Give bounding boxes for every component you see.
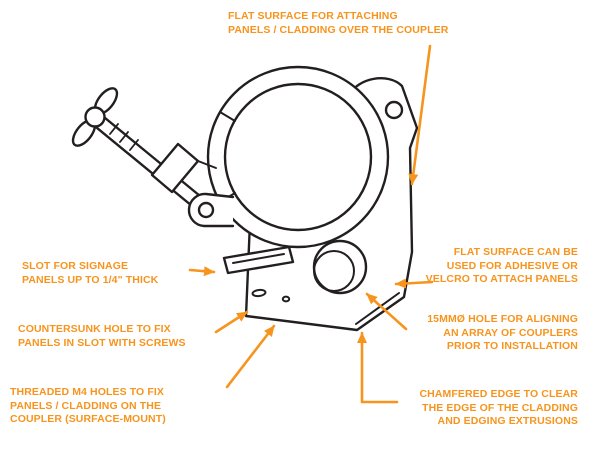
annotation-line: PANELS IN SLOT WITH SCREWS (18, 336, 186, 349)
annotation-line: USED FOR ADHESIVE OR (446, 259, 578, 272)
annotation-line: 15MMØ HOLE FOR ALIGNING (427, 313, 578, 325)
annotation-line: FLAT SURFACE FOR ATTACHING (228, 10, 398, 22)
annotation-chamfered-edge: CHAMFERED EDGE TO CLEAR THE EDGE OF THE … (419, 388, 578, 429)
leader-chamfered-edge (357, 331, 399, 404)
annotation-line: AND EDGING EXTRUSIONS (437, 415, 578, 427)
annotation-line: PRIOR TO INSTALLATION (446, 340, 578, 352)
countersunk-hole (251, 288, 267, 298)
signage-slot-groove (232, 253, 285, 264)
m4-hole (281, 295, 291, 303)
annotation-flat-surface-right: FLAT SURFACE CAN BE USED FOR ADHESIVE OR… (426, 246, 578, 287)
wing-nut-body (84, 106, 106, 128)
bolt-bracket (150, 142, 200, 194)
annotation-line: PANELS / CLADDING ON THE (10, 399, 162, 412)
annotation-line: PANELS UP TO 1/4" THICK (22, 273, 159, 286)
bracket-link (197, 160, 217, 169)
leader-lines (188, 44, 434, 404)
annotation-signage-slot: SLOT FOR SIGNAGE PANELS UP TO 1/4" THICK (22, 260, 158, 287)
annotation-line: THE EDGE OF THE CLADDING (422, 401, 578, 414)
band-seam-upper (219, 111, 236, 122)
leader-flat-surface-right (394, 278, 434, 289)
alignment-hole-inner (313, 250, 355, 292)
annotation-threaded-m4: THREADED M4 HOLES TO FIX PANELS / CLADDI… (10, 386, 166, 427)
annotation-line: CHAMFERED EDGE TO CLEAR (419, 388, 578, 400)
signage-slot (222, 245, 295, 275)
annotation-line: SLOT FOR SIGNAGE (22, 260, 129, 272)
wing-nut (71, 87, 119, 147)
clamp-band (206, 65, 390, 249)
leader-signage-slot (188, 266, 216, 277)
leader-threaded-m4 (225, 324, 276, 389)
annotation-line: FLAT SURFACE CAN BE (453, 246, 578, 258)
alignment-hole-outer (312, 239, 368, 295)
leader-flat-surface-top (408, 44, 432, 186)
coupler-outline-group (71, 65, 419, 332)
annotation-line: COUPLER (SURFACE-MOUNT) (10, 413, 166, 425)
annotation-flat-surface-top: FLAT SURFACE FOR ATTACHING PANELS / CLAD… (228, 10, 448, 37)
annotation-line: VELCRO TO ATTACH PANELS (425, 273, 578, 285)
annotation-line: THREADED M4 HOLES TO FIX (10, 386, 165, 398)
annotation-line: PANELS / CLADDING OVER THE COUPLER (228, 23, 449, 36)
hinge-pin (197, 201, 215, 219)
annotation-line: AN ARRAY OF COUPLERS (443, 326, 578, 339)
lug-hole (384, 100, 404, 120)
annotation-15mm-hole: 15MMØ HOLE FOR ALIGNING AN ARRAY OF COUP… (427, 313, 578, 354)
bolt-threads (109, 123, 139, 151)
leader-countersunk (214, 310, 249, 334)
annotation-line: COUNTERSUNK HOLE TO FIX (18, 323, 171, 335)
annotation-countersunk-hole: COUNTERSUNK HOLE TO FIX PANELS IN SLOT W… (18, 323, 186, 350)
leader-15mm-hole (365, 292, 408, 331)
chamfered-edge-line (355, 292, 400, 325)
